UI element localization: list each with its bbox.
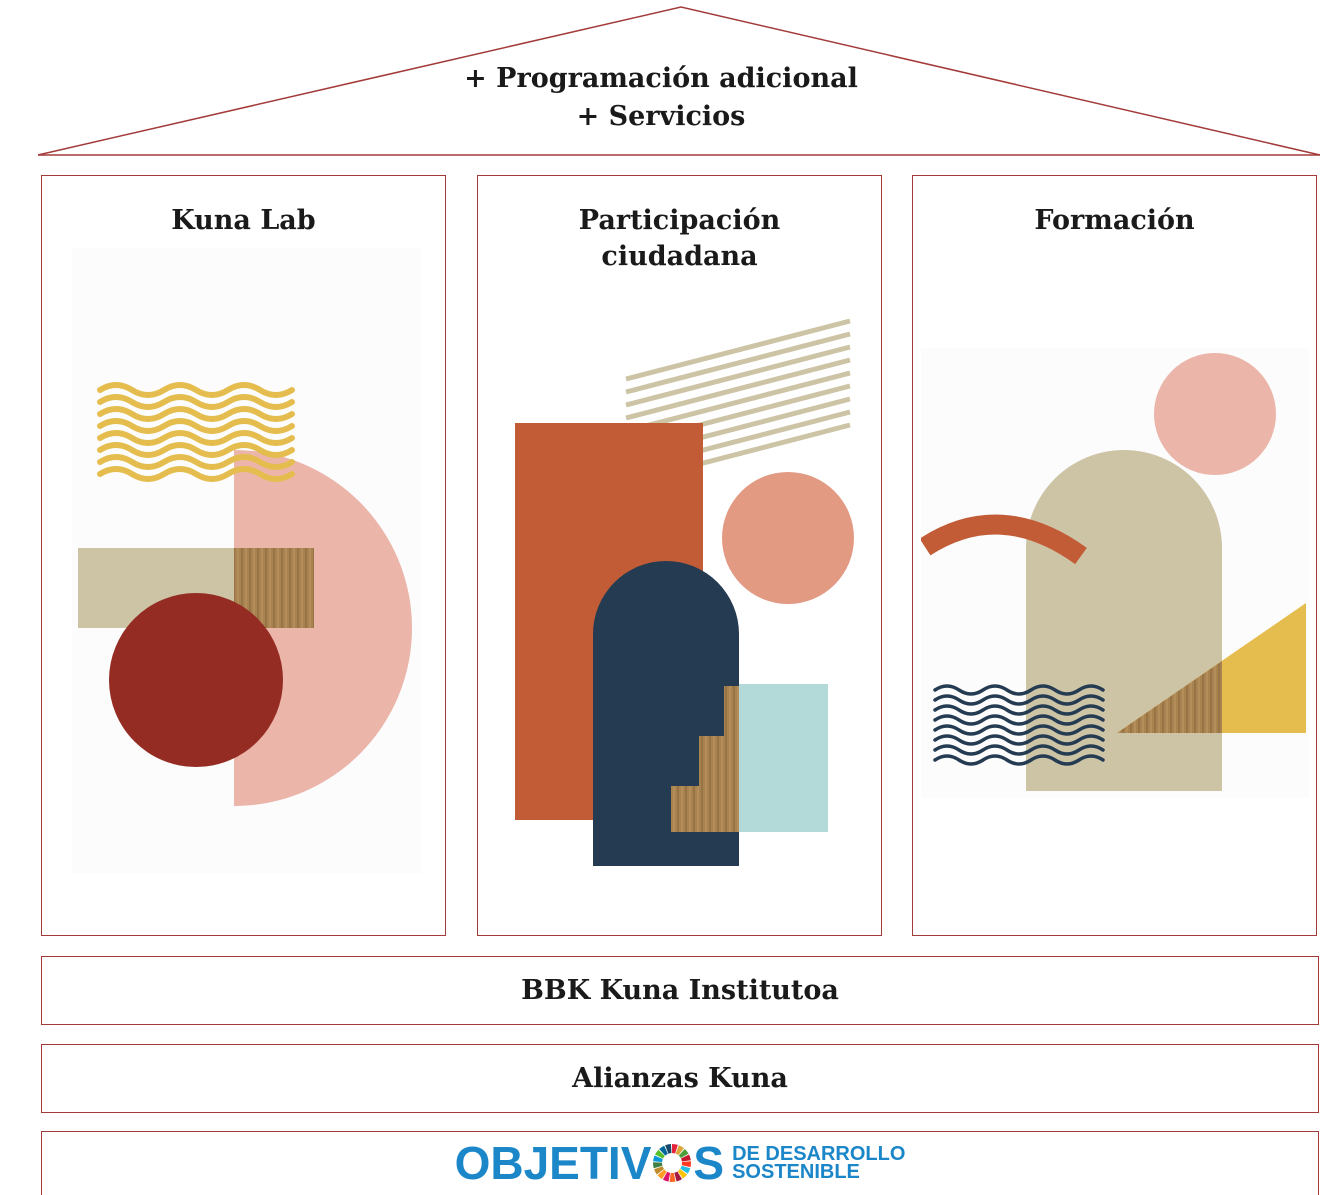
kuna-lab-illustration (72, 248, 422, 873)
band-alianzas-kuna: Alianzas Kuna (41, 1044, 1319, 1113)
half-circle-shape (234, 450, 412, 806)
band-sdg-logo: OBJETIV S DE DESARROLLO SOSTENIBLE (41, 1131, 1319, 1195)
yellow-triangle-shape (1117, 603, 1306, 733)
participacion-illustration (515, 318, 854, 866)
pillar-title-line: Participación (578, 205, 781, 236)
roof-label: + Programación adicional + Servicios (0, 60, 1322, 136)
sdg-logo-text-end: S (693, 1137, 725, 1189)
orange-arc-shape (921, 514, 1087, 565)
wood-triangle-shape (1117, 661, 1222, 733)
formacion-illustration (921, 348, 1309, 798)
wood-stairs-shape (671, 686, 739, 832)
pillar-kuna-lab: Kuna Lab (41, 175, 446, 936)
navy-wavy-lines-shape (933, 684, 1105, 766)
sdg-logo-sub-line1: DE DESARROLLO (732, 1143, 906, 1165)
light-blue-rect-shape (736, 684, 828, 832)
pink-circle-shape (1154, 353, 1276, 475)
dark-red-circle-shape (109, 593, 283, 767)
pillar-title: Participación ciudadana (478, 203, 881, 275)
pillar-title: Kuna Lab (42, 203, 445, 239)
salmon-circle-shape (722, 472, 854, 604)
sdg-logo: OBJETIV S DE DESARROLLO SOSTENIBLE (455, 1140, 906, 1186)
pillar-title-line: Formación (1034, 205, 1195, 236)
roof-line-services: + Servicios (576, 101, 746, 132)
sdg-wheel-icon (653, 1144, 692, 1183)
pillar-participacion-ciudadana: Participación ciudadana (477, 175, 882, 936)
band-label: BBK Kuna Institutoa (521, 975, 839, 1006)
roof-outline (37, 6, 1321, 156)
band-bbk-kuna-institutoa: BBK Kuna Institutoa (41, 956, 1319, 1025)
pillar-title-line: Kuna Lab (171, 205, 316, 236)
pillar-title: Formación (913, 203, 1316, 239)
pillar-title-line: ciudadana (601, 241, 758, 272)
wavy-lines-shape (97, 382, 295, 482)
pillar-formacion: Formación (912, 175, 1317, 936)
band-label: Alianzas Kuna (572, 1063, 788, 1094)
sdg-logo-text-start: OBJETIV (454, 1137, 652, 1189)
roof-line-programming: + Programación adicional (464, 63, 858, 94)
sdg-logo-sub-line2: SOSTENIBLE (732, 1161, 860, 1183)
